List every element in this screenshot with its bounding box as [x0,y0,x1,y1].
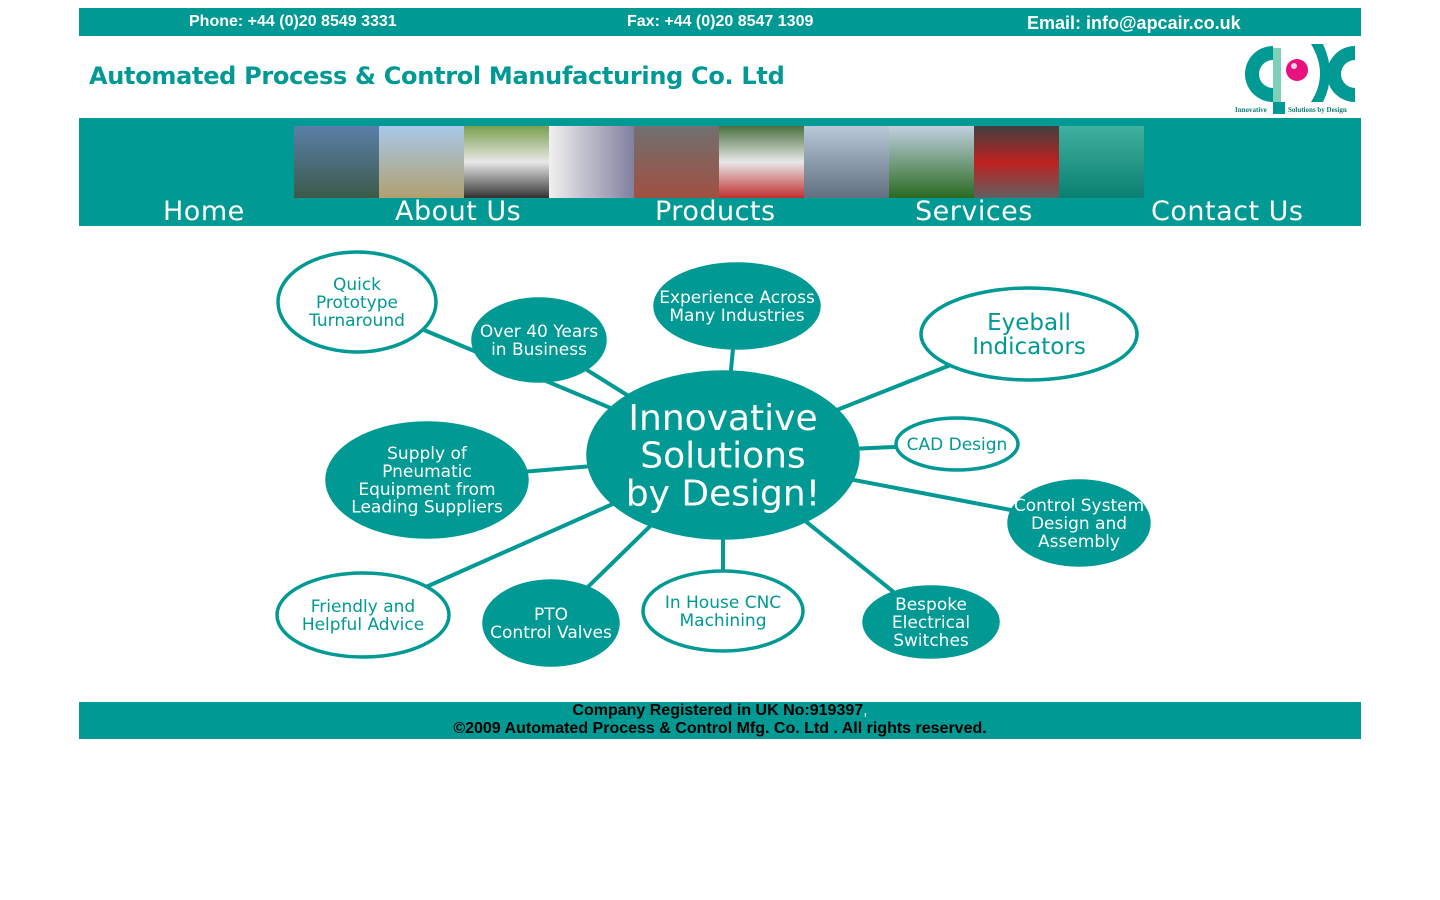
svg-text:Innovative: Innovative [1235,106,1267,114]
bubble-ellipse [653,262,821,350]
contact-bar: Phone: +44 (0)20 8549 3331 Fax: +44 (0)2… [79,8,1361,36]
bubble-ellipse [482,579,620,667]
navigation-bar: Home About Us Products Services Contact … [79,118,1361,227]
hub-label: by Design! [626,473,820,514]
hub-label: Solutions [640,436,805,477]
bubble-label: Indicators [972,334,1086,360]
bubble-label: Eyeball [987,310,1071,336]
bubble-label: Bespoke [895,595,967,615]
bubble-label: Design and [1031,514,1127,534]
bubble-ellipse [1007,479,1151,567]
phone-number: Phone: +44 (0)20 8549 3331 [189,13,397,30]
bubble-ellipse [894,416,1020,472]
bubble-label: Friendly and [311,597,415,617]
bubble-label: Over 40 Years [480,322,598,342]
hub-label: Innovative [628,398,817,439]
bubble-label: Quick [333,275,381,295]
bubble-label: Leading Suppliers [351,498,503,518]
bubble-ellipse [641,569,805,653]
bubble-label: Supply of [387,444,468,464]
nav-services[interactable]: Services [915,196,1033,227]
photo-van [719,126,804,198]
photo-train [974,126,1059,198]
bubble-label: PTO [534,605,568,625]
bubble-label: Control Valves [490,623,612,643]
bubble-label: in Business [491,340,587,360]
bubble-label: Turnaround [308,311,405,331]
bubble-ellipse [275,571,451,659]
bubble-label: Assembly [1038,532,1120,552]
bubble-label: Equipment from [358,480,495,500]
bubble-label: Switches [893,631,969,651]
bubble-label: Helpful Advice [302,615,424,635]
industry-photo-strip [294,126,1144,198]
bubble-ellipse [471,297,607,383]
bubble-label: Experience Across [659,288,815,308]
bubble-label: In House CNC [665,593,781,613]
photo-oil-rig [379,126,464,198]
footer: Company Registered in UK No:919397, ©200… [79,702,1361,739]
photo-operating-room [1059,126,1144,198]
header: Automated Process & Control Manufacturin… [79,36,1361,118]
bubble-label: Control System [1014,496,1144,516]
bubble-label: Many Industries [669,306,804,326]
nav-contact-us[interactable]: Contact Us [1151,196,1304,227]
nav-home[interactable]: Home [163,196,245,227]
bubble-label: Pneumatic [382,462,472,482]
photo-tractor [889,126,974,198]
company-logo[interactable]: Innovative Solutions by Design [1233,40,1357,116]
bubble-ellipse [862,585,1000,659]
bubble-ellipse [325,421,529,539]
bubble-label: Machining [680,611,767,631]
photo-truck [464,126,549,198]
nav-products[interactable]: Products [655,196,776,227]
bubble-ellipse [919,286,1139,382]
fax-number: Fax: +44 (0)20 8547 1309 [627,13,814,30]
photo-warship [804,126,889,198]
svg-text:Solutions by Design: Solutions by Design [1288,106,1347,114]
email-link[interactable]: Email: info@apcair.co.uk [1027,13,1241,33]
bubble-label: CAD Design [907,435,1008,455]
photo-tanker [294,126,379,198]
copyright: ©2009 Automated Process & Control Mfg. C… [453,720,987,737]
bubble-ellipse [276,250,438,354]
nav-about-us[interactable]: About Us [395,196,522,227]
bubble-label: Prototype [316,293,398,313]
company-name: Automated Process & Control Manufacturin… [89,62,785,90]
photo-machinery [549,126,634,198]
bubble-label: Electrical [892,613,970,633]
photo-engine [634,126,719,198]
company-registration: Company Registered in UK No:919397 [572,702,864,719]
hub-ellipse [586,370,860,540]
